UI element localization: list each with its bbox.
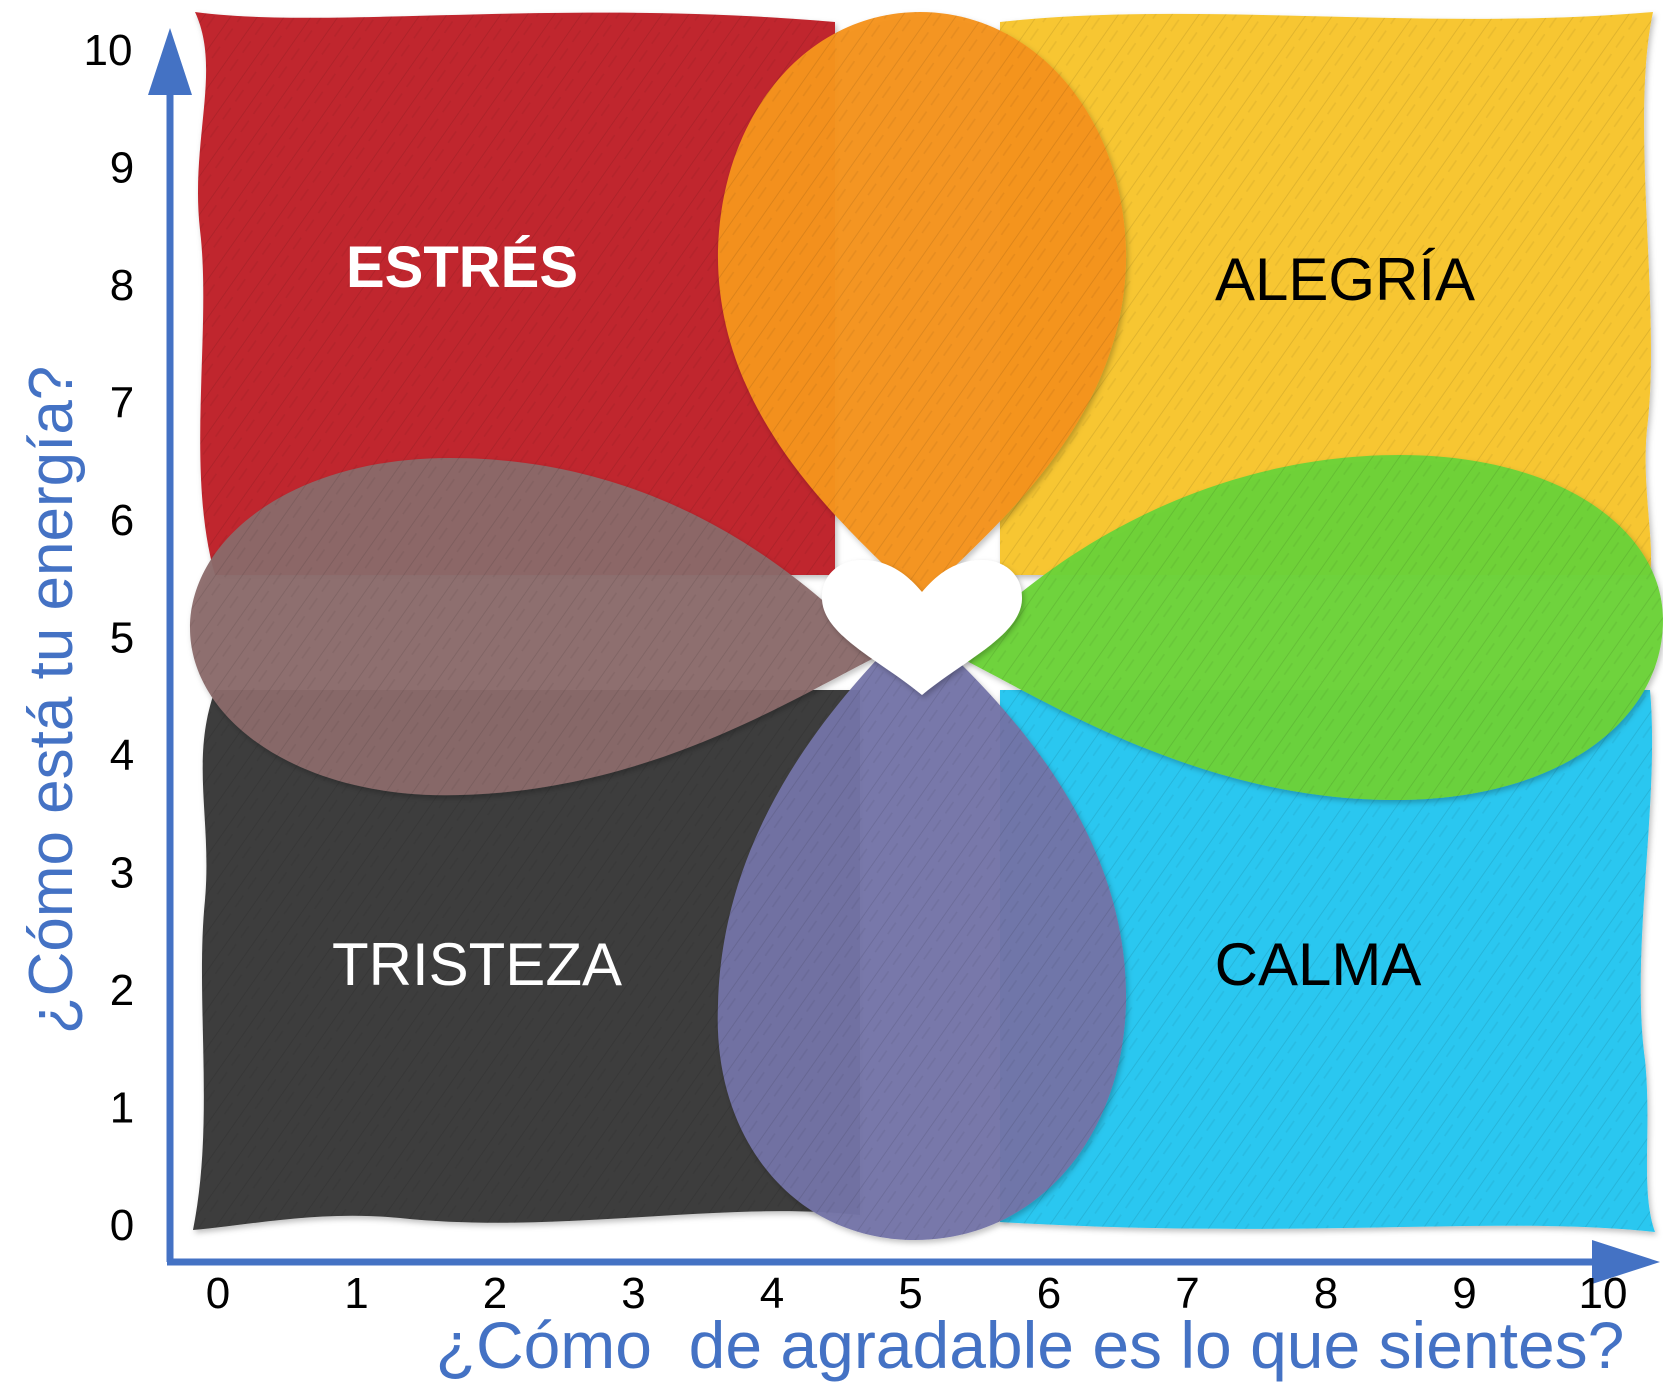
x-tick-label: 7 <box>1175 1269 1199 1318</box>
x-axis-title: ¿Cómo de agradable es lo que sientes? <box>436 1308 1625 1382</box>
y-tick-label: 1 <box>110 1084 134 1133</box>
y-axis-arrowhead <box>148 28 192 95</box>
x-axis-arrowhead <box>1592 1240 1660 1284</box>
y-tick-labels: 0 1 2 3 4 5 6 7 8 9 10 <box>84 26 135 1250</box>
y-tick-label: 3 <box>110 849 134 898</box>
y-axis <box>148 28 192 1262</box>
quadrant-estres <box>195 12 835 575</box>
label-estres: ESTRÉS <box>346 235 578 300</box>
y-tick-label: 0 <box>110 1201 134 1250</box>
x-tick-label: 8 <box>1314 1269 1338 1318</box>
petal-right <box>955 455 1663 800</box>
y-tick-label: 2 <box>110 966 134 1015</box>
x-tick-label: 9 <box>1452 1269 1476 1318</box>
petal-top <box>717 12 1127 600</box>
x-tick-label: 1 <box>344 1269 368 1318</box>
x-tick-label: 5 <box>898 1269 922 1318</box>
petal-bottom <box>717 620 1127 1240</box>
x-tick-label: 6 <box>1037 1269 1061 1318</box>
label-tristeza: TRISTEZA <box>332 931 622 998</box>
y-axis-title: ¿Cómo está tu energía? <box>17 366 86 1035</box>
y-tick-label: 4 <box>110 731 134 780</box>
y-tick-label: 10 <box>84 26 133 75</box>
x-tick-label: 3 <box>621 1269 645 1318</box>
x-tick-label: 0 <box>206 1269 230 1318</box>
x-tick-labels: 0 1 2 3 4 5 6 7 8 9 10 <box>206 1269 1628 1318</box>
x-tick-label: 4 <box>760 1269 784 1318</box>
x-tick-label: 10 <box>1579 1269 1628 1318</box>
label-alegria: ALEGRÍA <box>1215 246 1475 313</box>
y-tick-label: 5 <box>110 614 134 663</box>
quadrant-alegria <box>1000 12 1653 575</box>
y-tick-label: 8 <box>110 261 134 310</box>
label-calma: CALMA <box>1215 931 1422 998</box>
quadrant-tristeza <box>193 690 860 1230</box>
petal-left <box>190 458 880 796</box>
x-tick-label: 2 <box>483 1269 507 1318</box>
y-tick-label: 9 <box>110 144 134 193</box>
y-tick-label: 6 <box>110 496 134 545</box>
x-axis <box>167 1240 1660 1284</box>
y-tick-label: 7 <box>110 379 134 428</box>
heart-icon <box>822 560 1022 695</box>
quadrant-calma <box>1000 690 1655 1232</box>
